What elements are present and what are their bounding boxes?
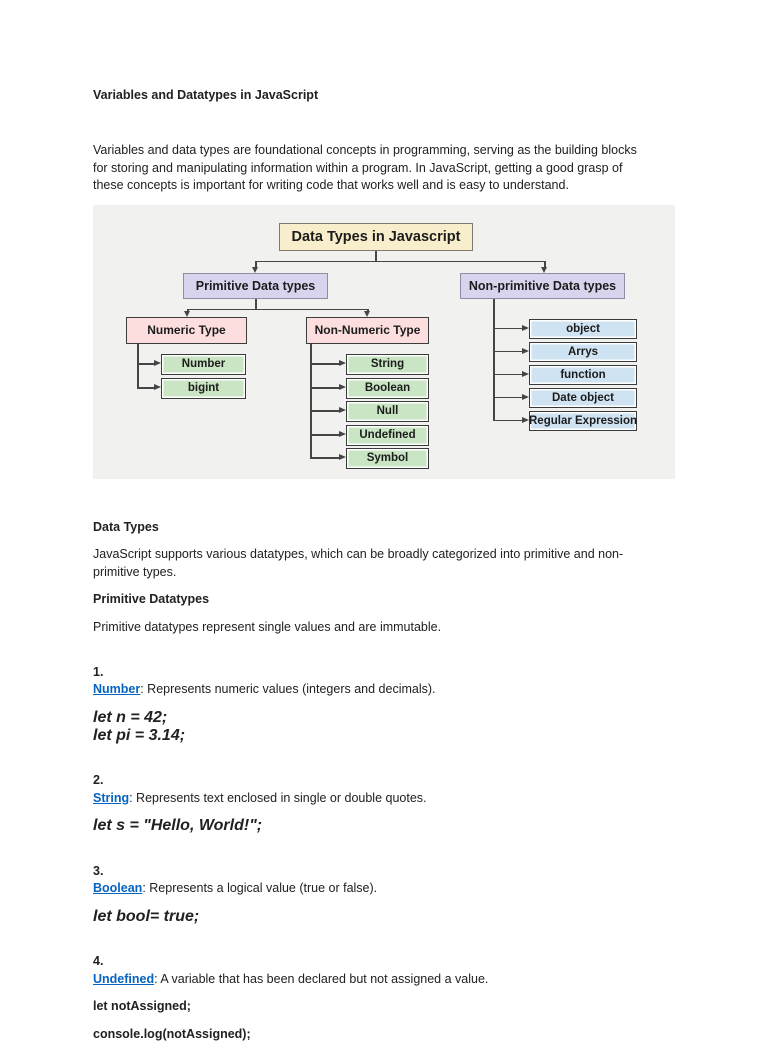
code-line: let s = "Hello, World!"; [93, 817, 263, 834]
arrowhead-right-icon [339, 407, 346, 413]
arrowhead-down-icon [364, 310, 370, 317]
connector-line [310, 363, 339, 365]
code-block-number: let n = 42; let pi = 3.14; [93, 709, 703, 745]
node-boolean: Boolean [346, 377, 429, 399]
connector-line [367, 308, 369, 312]
item-text: : Represents text enclosed in single or … [129, 790, 427, 805]
page-title: Variables and Datatypes in JavaScript [93, 88, 319, 102]
arrowhead-right-icon [154, 384, 161, 390]
connector-line [493, 327, 522, 329]
connector-line [493, 350, 522, 352]
connector-line [310, 410, 339, 412]
item-text: : Represents numeric values (integers an… [140, 682, 436, 696]
code-line: let pi = 3.14; [93, 726, 186, 744]
item-text: : A variable that has been declared but … [154, 971, 489, 986]
connector-line [493, 373, 522, 375]
connector-line [493, 298, 495, 421]
node-object: object [529, 318, 637, 339]
document-content: Variables and Datatypes in JavaScript Va… [93, 87, 703, 1053]
arrowhead-down-icon [541, 266, 547, 273]
code-block-string: let s = "Hello, World!"; [93, 817, 703, 835]
code-block-boolean: let bool= true; [93, 908, 703, 926]
connector-line [187, 308, 368, 310]
arrowhead-right-icon [522, 324, 529, 331]
list-item-number: 1. Number: Represents numeric values (in… [93, 646, 703, 699]
primitive-datatypes-paragraph: Primitive datatypes represent single val… [93, 619, 442, 634]
boolean-link[interactable]: Boolean [93, 881, 143, 895]
arrowhead-right-icon [339, 384, 346, 390]
node-bigint: bigint [161, 377, 246, 399]
arrowhead-right-icon [339, 454, 346, 460]
connector-line [255, 260, 257, 268]
arrowhead-right-icon [522, 347, 529, 354]
node-number: Number [161, 353, 246, 375]
connector-line [544, 260, 546, 268]
data-types-heading: Data Types [93, 519, 159, 534]
diagram-numeric-type-node: Numeric Type [126, 316, 247, 344]
diagram-root-node: Data Types in Javascript [279, 222, 473, 251]
undefined-link[interactable]: Undefined [93, 971, 155, 986]
code-line: let bool= true; [93, 907, 200, 925]
code-line-console-log: console.log(notAssigned); [93, 1026, 251, 1041]
diagram-non-numeric-type-node: Non-Numeric Type [306, 316, 429, 344]
diagram-non-primitive-node: Non-primitive Data types [460, 272, 625, 299]
node-date-object: Date object [529, 387, 637, 408]
primitive-datatypes-heading: Primitive Datatypes [93, 592, 210, 606]
data-types-paragraph: JavaScript supports various datatypes, w… [93, 547, 624, 579]
connector-line [137, 387, 154, 389]
connector-line [493, 396, 522, 398]
node-undefined: Undefined [346, 424, 429, 446]
arrowhead-right-icon [522, 416, 529, 423]
list-item-boolean: 3. Boolean: Represents a logical value (… [93, 845, 703, 898]
item-number: 2. [93, 773, 104, 787]
datatypes-diagram: Data Types in Javascript Primitive Data … [93, 204, 675, 479]
node-arrays: Arrys [529, 341, 637, 362]
connector-line [137, 343, 139, 389]
connector-line [137, 363, 154, 365]
connector-line [375, 250, 377, 261]
node-string: String [346, 353, 429, 375]
connector-line [310, 387, 339, 389]
node-function: function [529, 364, 637, 385]
arrowhead-down-icon [252, 266, 258, 273]
string-link[interactable]: String [93, 790, 130, 805]
code-line: let n = 42; [93, 708, 168, 726]
number-link[interactable]: Number [93, 682, 141, 696]
document-page: { "page": { "title": "Variables and Data… [93, 88, 675, 1041]
connector-line [310, 434, 339, 436]
connector-line [255, 260, 545, 262]
connector-line [310, 343, 312, 459]
item-number: 3. [93, 863, 104, 878]
list-item-undefined: 4. Undefined: A variable that has been d… [93, 936, 703, 989]
list-item-string: 2. String: Represents text enclosed in s… [93, 755, 703, 808]
arrowhead-right-icon [522, 393, 529, 400]
item-number: 4. [93, 954, 104, 968]
diagram-primitive-node: Primitive Data types [183, 272, 328, 299]
item-number: 1. [93, 664, 104, 679]
connector-line [493, 419, 522, 421]
arrowhead-right-icon [339, 431, 346, 437]
connector-line [187, 308, 189, 312]
node-null: Null [346, 400, 429, 422]
arrowhead-right-icon [339, 360, 346, 366]
connector-line [255, 298, 257, 309]
arrowhead-right-icon [522, 370, 529, 377]
code-line-not-assigned: let notAssigned; [93, 999, 191, 1013]
arrowhead-right-icon [154, 360, 161, 366]
arrowhead-down-icon [184, 310, 190, 317]
node-symbol: Symbol [346, 447, 429, 469]
connector-line [310, 457, 339, 459]
node-regular-expression: Regular Expression [529, 410, 637, 431]
intro-paragraph: Variables and data types are foundationa… [93, 143, 637, 192]
item-text: : Represents a logical value (true or fa… [142, 881, 378, 895]
